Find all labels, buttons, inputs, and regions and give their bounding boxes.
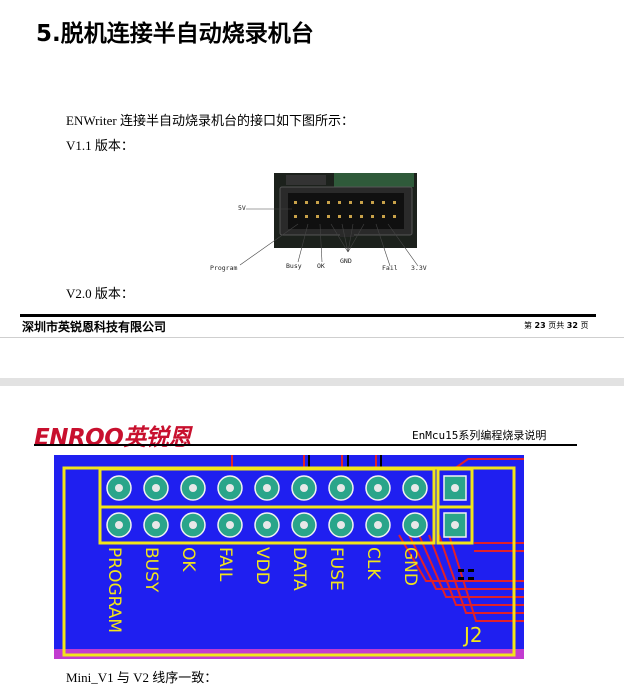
- page-prefix: 第: [524, 321, 532, 330]
- page-separator: [0, 378, 624, 386]
- section-heading: 5.脱机连接半自动烧录机台: [36, 21, 314, 47]
- connector-photo: [274, 173, 417, 248]
- pin-label-clk: CLK: [363, 547, 383, 580]
- mini-note: Mini_V1 与 V2 线序一致：: [66, 670, 218, 685]
- page-total: 32: [566, 321, 578, 330]
- footer-rule: [20, 314, 596, 317]
- v11-label: V1.1 版本：: [66, 138, 134, 153]
- intro-paragraph: ENWriter 连接半自动烧录机台的接口如下图所示：: [66, 113, 354, 128]
- page-suffix: 页: [580, 321, 589, 330]
- connector-ref-j2: J2: [462, 623, 483, 647]
- pin-label-vdd: VDD: [252, 547, 272, 585]
- callout-5v: 5V: [238, 204, 246, 212]
- pin-label-fuse: FUSE: [326, 547, 346, 591]
- page-current: 23: [534, 321, 546, 330]
- footer-page-number: 第 23 页共 32 页: [524, 320, 588, 331]
- pin-label-busy: BUSY: [141, 547, 161, 593]
- pin-label-fail: FAIL: [215, 547, 235, 582]
- pinout-callouts: 5V Program Busy OK GND Fail 3.3V: [210, 204, 427, 272]
- pin-label-ok: OK: [178, 547, 198, 572]
- page-mid: 页共: [548, 321, 565, 330]
- callout-3v3: 3.3V: [411, 264, 427, 272]
- pin-label-program: PROGRAM: [104, 547, 124, 633]
- callout-busy: Busy: [286, 262, 302, 270]
- company-logo: ENROO英锐恩: [34, 425, 191, 451]
- callout-gnd: GND: [340, 257, 352, 265]
- callout-program: Program: [210, 264, 237, 272]
- document-title: EnMcu15系列编程烧录说明: [412, 429, 547, 442]
- callout-fail: Fail: [382, 264, 398, 272]
- v20-label: V2.0 版本：: [66, 286, 134, 301]
- footer-company: 深圳市英锐恩科技有限公司: [22, 320, 167, 334]
- pcb-connector-j2: PROGRAM BUSY OK FAIL VDD DATA FUSE CLK G…: [54, 455, 524, 659]
- pin-label-data: DATA: [289, 547, 309, 591]
- header-rule: [34, 444, 577, 446]
- pin-label-gnd: GND: [400, 547, 420, 586]
- callout-ok: OK: [317, 262, 325, 270]
